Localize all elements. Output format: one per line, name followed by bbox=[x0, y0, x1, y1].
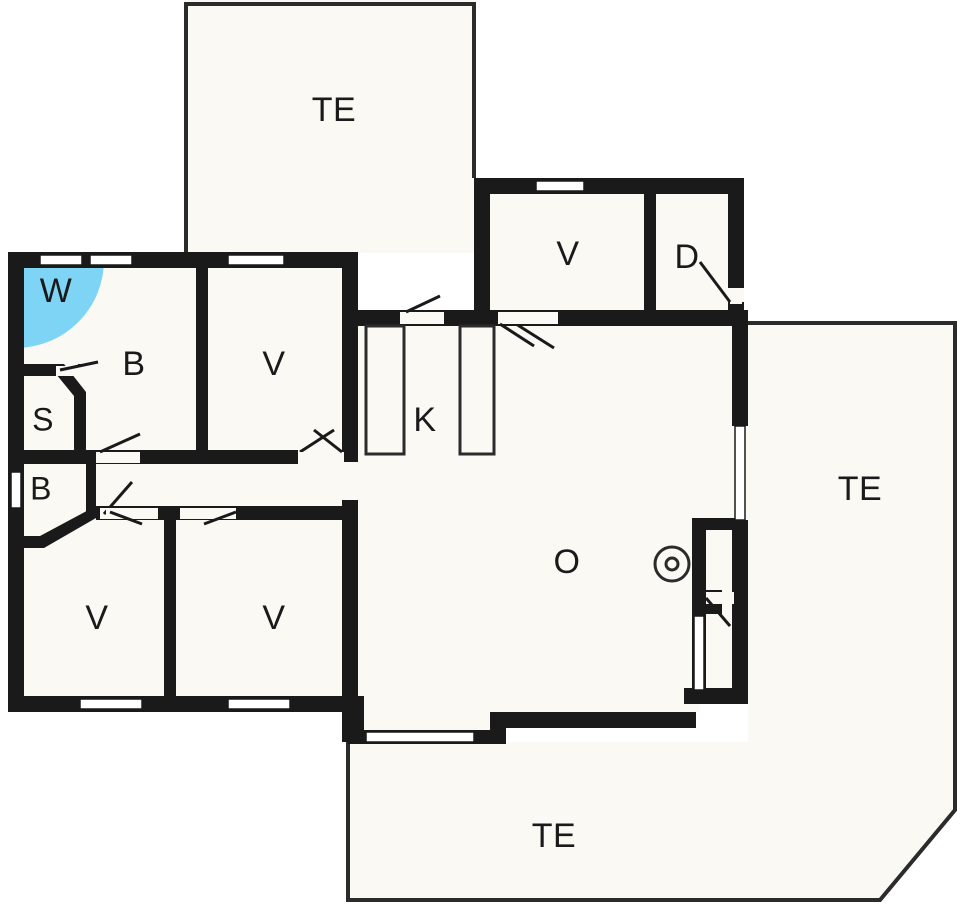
room-label-bath-top: B bbox=[122, 345, 145, 383]
room-label-sauna: S bbox=[32, 401, 54, 437]
room-label-living: O bbox=[554, 543, 581, 581]
room-label-bath-low: B bbox=[30, 470, 52, 506]
room-label-depot: D bbox=[674, 238, 699, 276]
floor-fills bbox=[8, 0, 955, 900]
room-label-te-bottom: TE bbox=[532, 817, 576, 855]
room-label-bed-s: V bbox=[262, 599, 285, 637]
windows bbox=[10, 180, 746, 743]
room-label-bed-sw: V bbox=[85, 599, 108, 637]
room-label-te-top: TE bbox=[312, 91, 356, 129]
room-label-kitchen: K bbox=[413, 401, 436, 439]
room-label-bed-ne: V bbox=[556, 235, 579, 273]
doors bbox=[56, 261, 742, 627]
whirlpool-basin bbox=[16, 260, 104, 348]
kitchen-counters bbox=[364, 324, 496, 456]
room-label-whirlpool: W bbox=[40, 272, 73, 310]
wood-stove-icon bbox=[653, 545, 691, 583]
room-label-te-right: TE bbox=[838, 470, 882, 508]
room-labels: TE TE TE W B S B V V V V D K O bbox=[30, 91, 882, 855]
room-label-bed-mid: V bbox=[262, 345, 285, 383]
terrace-outlines bbox=[184, 2, 957, 902]
